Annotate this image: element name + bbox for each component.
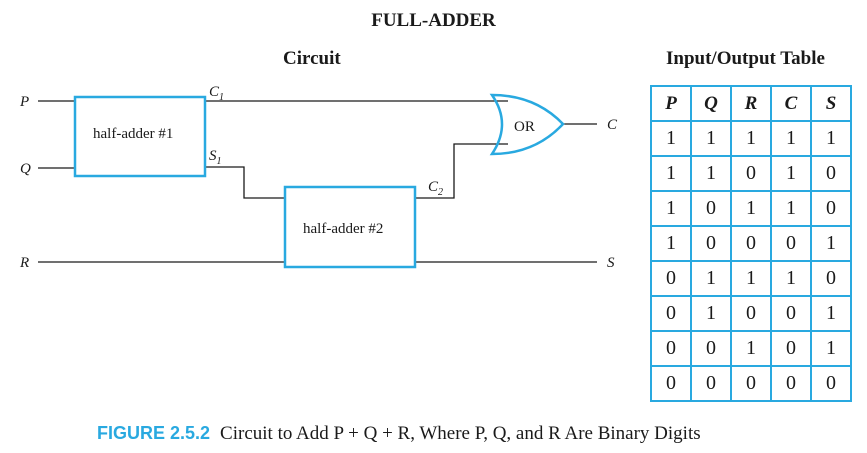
table-cell: 1 [690, 155, 732, 192]
table-cell: 1 [650, 120, 692, 157]
table-heading: Input/Output Table [666, 48, 825, 69]
table-cell: 0 [650, 260, 692, 297]
figure-label: FIGURE 2.5.2 [97, 423, 211, 443]
table-cell: 0 [690, 330, 732, 367]
table-header-cell: R [730, 85, 772, 122]
table-cell: 0 [770, 365, 812, 402]
half-adder-2-label: half-adder #2 [303, 221, 383, 237]
output-s-label: S [607, 255, 615, 271]
circuit-heading: Circuit [283, 48, 341, 69]
table-cell: 0 [730, 365, 772, 402]
half-adder-1-box [73, 95, 207, 178]
or-gate [489, 93, 565, 156]
circuit-diagram: half-adder #1 half-adder #2 OR P Q R C S… [19, 84, 618, 271]
table-cell: 0 [650, 295, 692, 332]
or-gate-label: OR [514, 119, 535, 135]
table-cell: 0 [730, 295, 772, 332]
figure-caption: FIGURE 2.5.2 Circuit to Add P + Q + R, Wh… [97, 423, 701, 445]
table-cell: 0 [730, 225, 772, 262]
table-header-row: P Q R C S [650, 85, 852, 122]
table-cell: 1 [810, 295, 852, 332]
table-cell: 1 [730, 260, 772, 297]
table-cell: 0 [810, 190, 852, 227]
wire-s1-label: S1 [209, 148, 222, 167]
table-cell: 1 [770, 190, 812, 227]
table-header-cell: Q [690, 85, 732, 122]
wire-s1 [205, 166, 285, 199]
wire-c2 [415, 143, 508, 199]
table-cell: 0 [810, 365, 852, 402]
output-c-label: C [607, 117, 618, 133]
table-cell: 1 [650, 155, 692, 192]
table-cell: 1 [730, 330, 772, 367]
table-header-cell: P [650, 85, 692, 122]
table-cell: 1 [770, 260, 812, 297]
table-cell: 0 [690, 365, 732, 402]
table-cell: 0 [810, 155, 852, 192]
table-cell: 0 [810, 260, 852, 297]
table-cell: 1 [730, 120, 772, 157]
half-adder-1-label: half-adder #1 [93, 126, 173, 142]
wire-c2-label: C2 [428, 179, 443, 198]
figure-title: FULL-ADDER [371, 10, 496, 31]
table-cell: 0 [730, 155, 772, 192]
table-cell: 1 [730, 190, 772, 227]
table-cell: 0 [770, 330, 812, 367]
table-cell: 0 [770, 225, 812, 262]
table-cell: 1 [770, 120, 812, 157]
table-cell: 0 [690, 225, 732, 262]
figure-caption-text: Circuit to Add P + Q + R, Where P, Q, an… [220, 423, 701, 444]
table-cell: 0 [650, 365, 692, 402]
table-cell: 1 [810, 120, 852, 157]
table-cell: 0 [770, 295, 812, 332]
table-cell: 1 [650, 225, 692, 262]
input-q-label: Q [20, 161, 31, 177]
input-r-label: R [19, 255, 29, 271]
table-cell: 1 [810, 330, 852, 367]
table-cell: 1 [690, 260, 732, 297]
input-p-label: P [19, 94, 29, 110]
table-header-cell: C [770, 85, 812, 122]
table-header-cell: S [810, 85, 852, 122]
table-cell: 1 [770, 155, 812, 192]
table-cell: 0 [690, 190, 732, 227]
half-adder-2-box [283, 185, 417, 269]
table-cell: 1 [650, 190, 692, 227]
table-cell: 1 [690, 120, 732, 157]
wire-c1-label: C1 [209, 84, 224, 103]
table-cell: 0 [650, 330, 692, 367]
table-cell: 1 [810, 225, 852, 262]
table-cell: 1 [690, 295, 732, 332]
